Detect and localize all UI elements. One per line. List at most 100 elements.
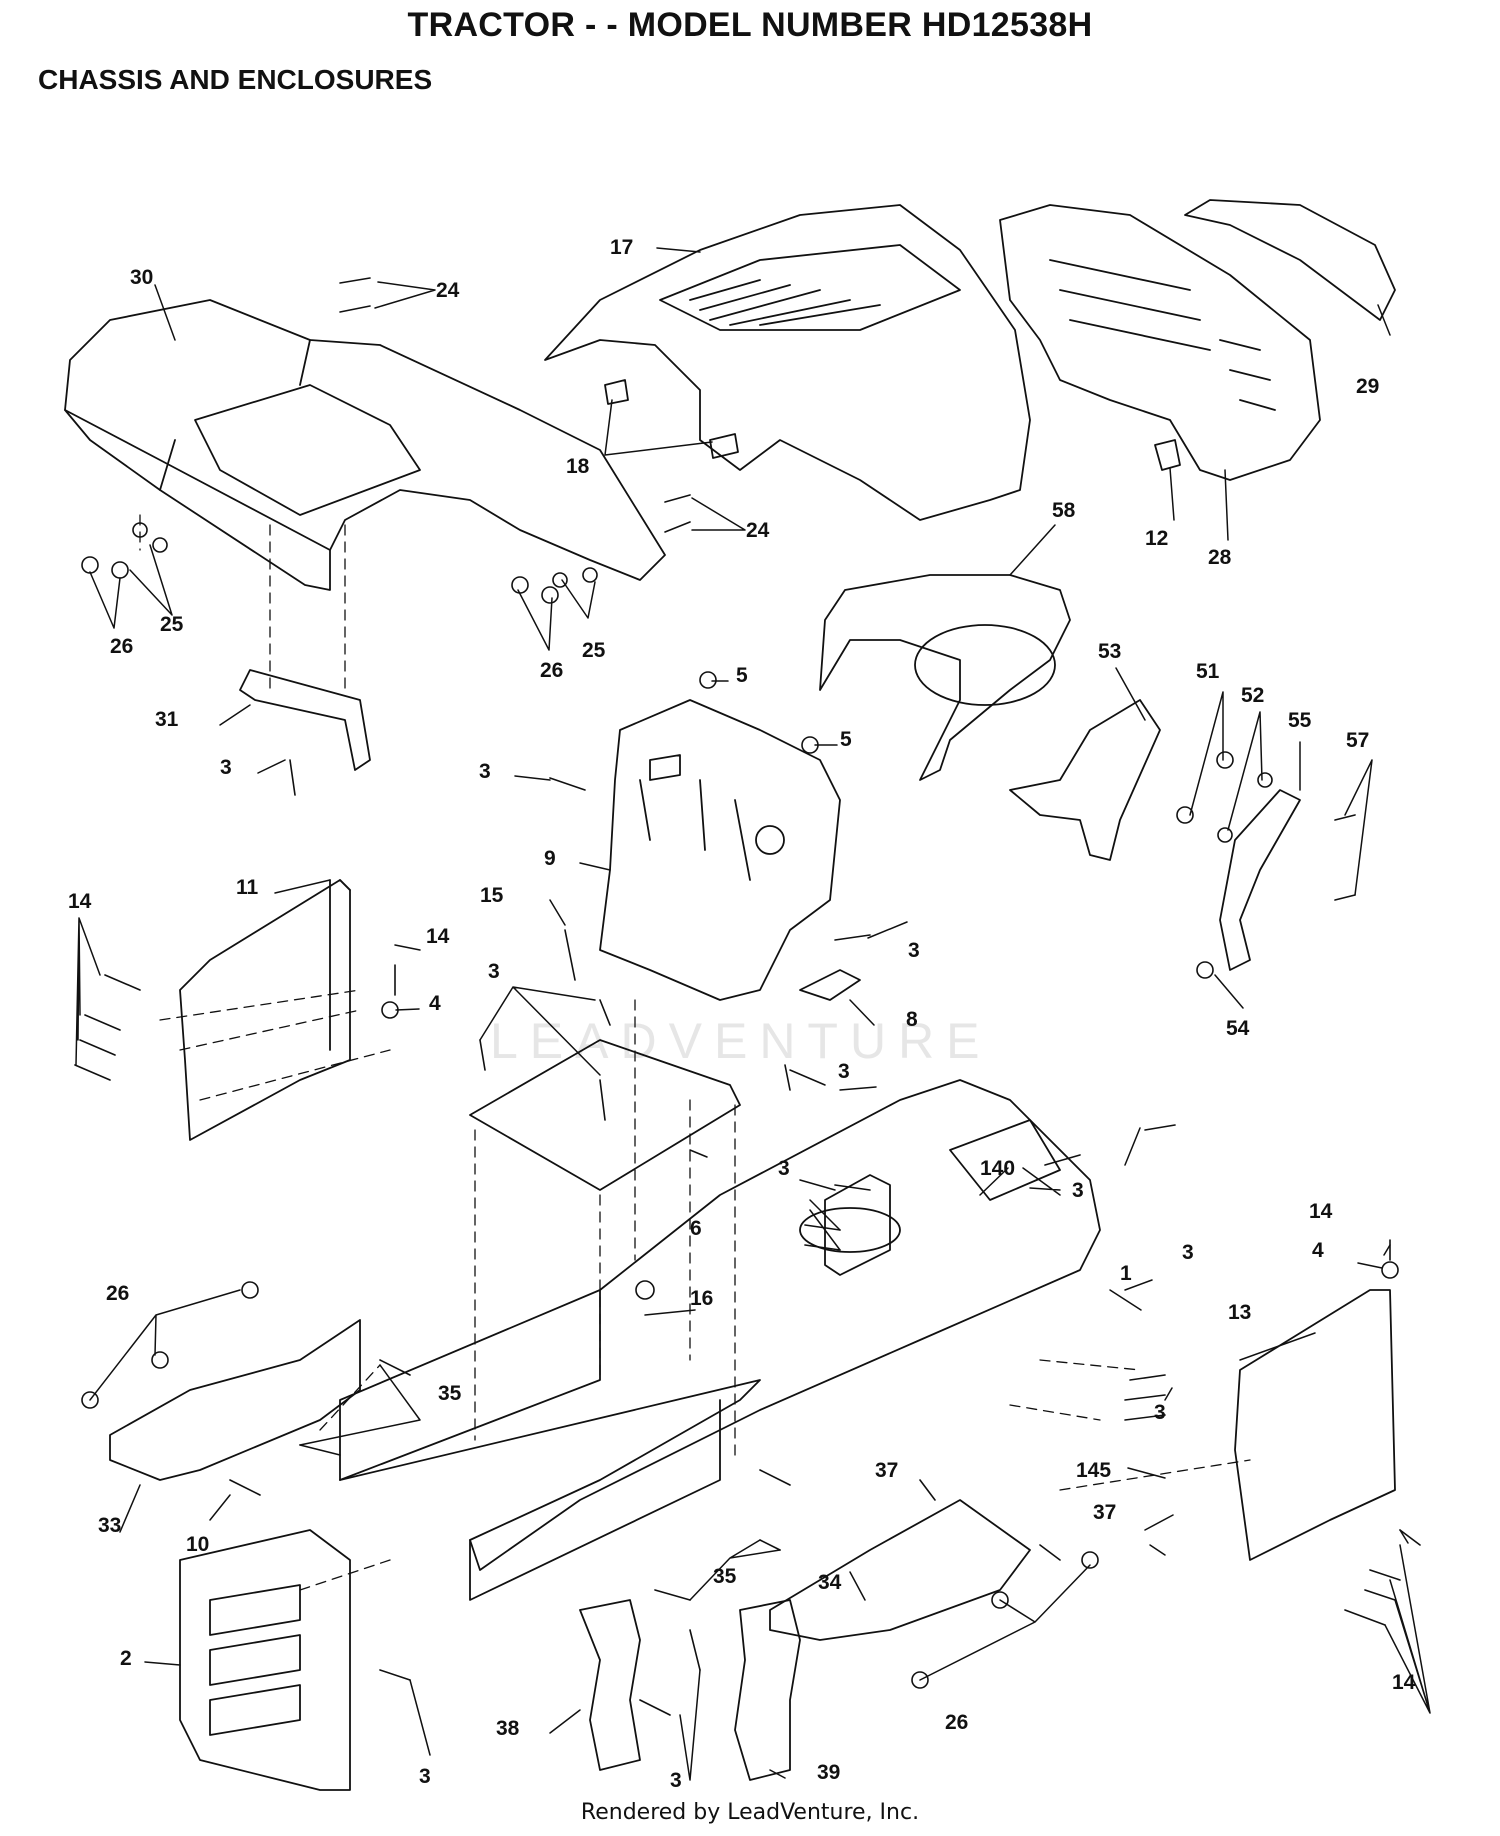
callout-14: 14 (426, 925, 450, 948)
callout-37: 37 (875, 1459, 899, 1482)
callout-28: 28 (1208, 546, 1232, 569)
part-12-socket (1154, 439, 1181, 471)
part-26-nut-c (511, 576, 529, 594)
callout-3: 3 (838, 1060, 850, 1083)
part-55-plate (1219, 789, 1301, 971)
callout-58: 58 (1052, 499, 1076, 522)
callout-14: 14 (1309, 1200, 1333, 1223)
part-51-nut-a (1216, 751, 1234, 769)
part-38-bracket (579, 1599, 641, 1771)
callout-25: 25 (160, 613, 184, 636)
callout-35: 35 (713, 1565, 737, 1588)
part-17-hood (544, 204, 1031, 521)
part-25-washer-d (582, 567, 598, 583)
part-26-nut-i (911, 1671, 929, 1689)
part-52-washer-a (1257, 772, 1273, 788)
assembly-dashed-lines (139, 514, 1251, 1591)
callout-3: 3 (1182, 1241, 1194, 1264)
part-29-lens (1184, 199, 1396, 321)
part-11-side-panel (179, 879, 351, 1141)
part-58-opening (914, 624, 1056, 706)
callout-3: 3 (670, 1769, 682, 1792)
callout-51: 51 (1196, 660, 1220, 683)
part-9-slots (639, 754, 751, 881)
callout-3: 3 (1154, 1401, 1166, 1424)
callout-13: 13 (1228, 1301, 1252, 1324)
part-28-grille-slots (1049, 259, 1276, 411)
callout-140: 140 (980, 1157, 1016, 1180)
part-26-nut-b (111, 561, 129, 579)
part-18-clip-a (604, 379, 629, 405)
callout-11: 11 (236, 876, 259, 899)
callout-14: 14 (68, 890, 92, 913)
callout-30: 30 (130, 266, 154, 289)
part-9-keyhole (755, 825, 785, 855)
callout-17: 17 (610, 236, 634, 259)
part-31-bracket (239, 669, 371, 771)
callout-6: 6 (690, 1217, 702, 1240)
callout-24: 24 (746, 519, 770, 542)
callout-26: 26 (106, 1282, 130, 1305)
hardware (74, 277, 1421, 1716)
part-26-nut-d (541, 586, 559, 604)
part-1-main-frame (339, 1079, 1101, 1571)
callout-3: 3 (479, 760, 491, 783)
part-25-washer-b (152, 537, 168, 553)
part-26-nut-f (151, 1351, 169, 1369)
callout-3: 3 (1072, 1179, 1084, 1202)
page-title: TRACTOR - - MODEL NUMBER HD12538H (407, 6, 1093, 44)
callout-54: 54 (1226, 1017, 1250, 1040)
callout-55: 55 (1288, 709, 1312, 732)
part-16-nut (635, 1280, 655, 1300)
callout-35: 35 (438, 1382, 462, 1405)
fasteners (74, 277, 1421, 1716)
callout-5: 5 (736, 664, 748, 687)
callout-12: 12 (1145, 527, 1169, 550)
callout-26: 26 (945, 1711, 969, 1734)
callout-29: 29 (1356, 375, 1380, 398)
callout-4: 4 (429, 992, 441, 1015)
part-54-screw (1196, 961, 1214, 979)
callout-2: 2 (120, 1647, 132, 1670)
part-34-footrest (769, 1499, 1031, 1641)
part-30-fender (64, 299, 666, 591)
callout-8: 8 (906, 1008, 918, 1031)
part-33-footrest (109, 1319, 361, 1481)
part-18-clip-b (709, 433, 739, 459)
part-30-ridge (64, 339, 331, 551)
watermark: LEADVENTURE (490, 1013, 992, 1069)
callout-1: 1 (1120, 1262, 1132, 1285)
callout-39: 39 (817, 1761, 841, 1784)
part-11-flange (329, 879, 351, 1051)
leader-line (75, 247, 1431, 1781)
callout-16: 16 (690, 1287, 714, 1310)
part-2-rear-plate (179, 1529, 351, 1791)
parts-drawing (64, 199, 1396, 1791)
footer-credit: Rendered by LeadVenture, Inc. (580, 1800, 920, 1825)
leader-lines (75, 247, 1431, 1781)
part-26-nut-e (241, 1281, 259, 1299)
part-2-slots (209, 1584, 301, 1736)
callout-15: 15 (480, 884, 504, 907)
callout-25: 25 (582, 639, 606, 662)
part-4-washer-b (1381, 1261, 1399, 1279)
part-8-clip (799, 969, 861, 1001)
callout-26: 26 (540, 659, 564, 682)
callout-3: 3 (220, 756, 232, 779)
part-140-bracket (824, 1174, 891, 1276)
part-26-nut-h (991, 1591, 1009, 1609)
callout-53: 53 (1098, 640, 1122, 663)
callout-24: 24 (436, 279, 460, 302)
callout-31: 31 (155, 708, 179, 731)
dashed-line (139, 514, 1251, 1591)
callout-52: 52 (1241, 684, 1265, 707)
section-title: CHASSIS AND ENCLOSURES (38, 64, 433, 95)
callout-3: 3 (908, 939, 920, 962)
callout-5: 5 (840, 728, 852, 751)
callout-33: 33 (98, 1514, 122, 1537)
part-30-seat-plate (194, 384, 421, 516)
callout-145: 145 (1076, 1459, 1112, 1482)
part-26-nut-g (81, 1391, 99, 1409)
part-17-vent (659, 244, 961, 331)
